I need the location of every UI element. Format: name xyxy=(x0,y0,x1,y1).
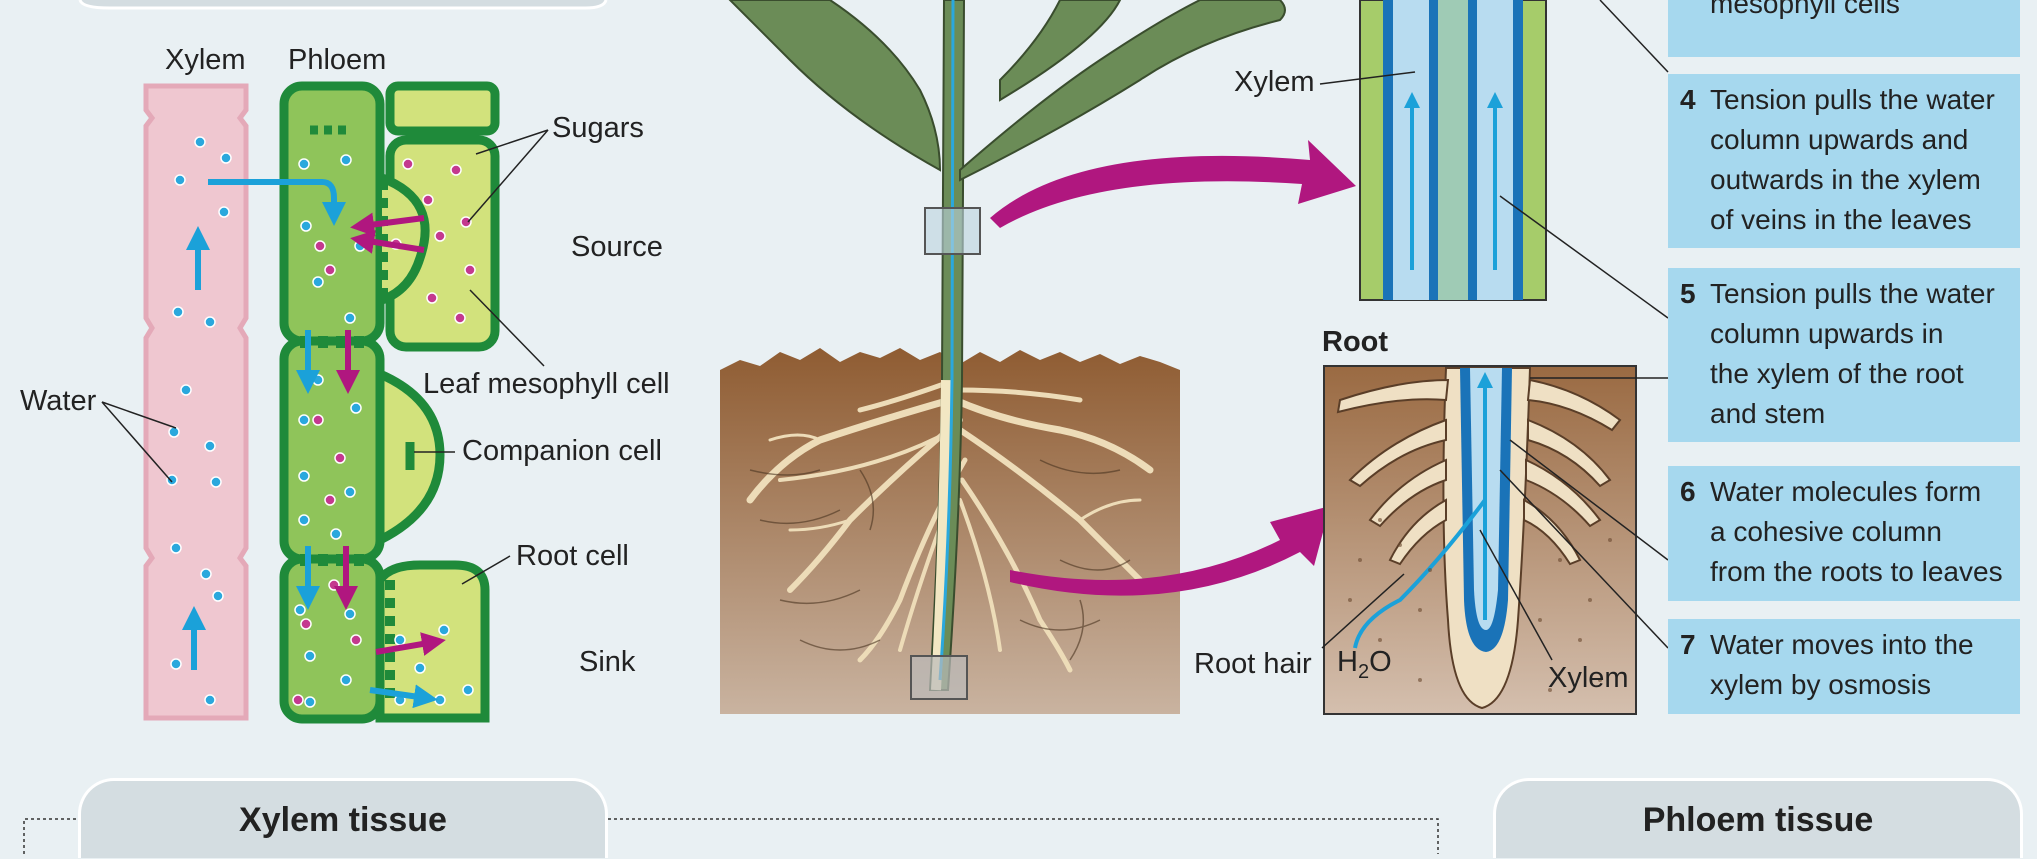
step-7-text: Water moves into the xylem by osmosis xyxy=(1710,629,1974,700)
stem-inset-marker xyxy=(924,207,981,255)
step-3-text: mesophyll cells xyxy=(1710,0,1900,19)
xylem-tissue-tab[interactable]: Xylem tissue xyxy=(78,778,608,858)
root-cell-label: Root cell xyxy=(516,540,629,572)
water-arrows xyxy=(182,179,438,709)
stem-xylem-leader xyxy=(1319,71,1416,85)
root-inset xyxy=(1323,365,1637,715)
h2o-o: O xyxy=(1369,646,1392,678)
step-3-tail: mesophyll cells xyxy=(1668,0,2020,57)
step-connector-lines xyxy=(1499,0,1669,649)
sugar-molecules xyxy=(292,158,476,706)
root-hair-label: Root hair xyxy=(1194,648,1312,680)
sink-label: Sink xyxy=(579,646,636,678)
mesophyll-cells xyxy=(376,81,500,352)
root-to-inset-arrow xyxy=(1010,506,1330,596)
step-4-text: Tension pulls the water column upwards a… xyxy=(1710,84,1995,235)
h2o-label: H2O xyxy=(1337,646,1392,684)
fine-root-hairs xyxy=(749,459,1131,661)
companion-cell xyxy=(375,367,445,548)
step-7-number: 7 xyxy=(1680,629,1696,660)
stem-xylem-label: Xylem xyxy=(1234,66,1315,98)
top-tab-remnant xyxy=(78,0,608,10)
step-4-number: 4 xyxy=(1680,84,1696,115)
step-6-number: 6 xyxy=(1680,476,1696,507)
leaves xyxy=(728,0,1286,182)
roots xyxy=(746,377,1154,673)
companion-cell-label: Companion cell xyxy=(462,435,662,467)
leaf-mesophyll-cell-label: Leaf mesophyll cell xyxy=(423,368,670,400)
step-7: 7 Water moves into the xylem by osmosis xyxy=(1668,619,2020,714)
root-inset-title: Root xyxy=(1322,326,1389,358)
step-5: 5 Tension pulls the water column upwards… xyxy=(1668,268,2020,442)
step-4: 4 Tension pulls the water column upwards… xyxy=(1668,74,2020,248)
root-inset-marker xyxy=(910,655,968,700)
step-5-text: Tension pulls the water column upwards i… xyxy=(1710,278,1995,429)
sugars-label: Sugars xyxy=(552,112,644,144)
h2o-h: H xyxy=(1337,646,1358,678)
source-label: Source xyxy=(571,231,663,263)
cell-leader-lines xyxy=(101,129,549,585)
xylem-vessel xyxy=(143,83,249,721)
stem-inset xyxy=(1359,0,1547,301)
xylem-column-label: Xylem xyxy=(165,44,246,76)
water-label: Water xyxy=(20,385,97,417)
phloem-tissue-tab[interactable]: Phloem tissue xyxy=(1493,778,2023,858)
step-6-text: Water molecules form a cohesive column f… xyxy=(1710,476,2003,587)
h2o-subscript: 2 xyxy=(1357,660,1370,683)
stem xyxy=(928,0,966,691)
sugar-arrows xyxy=(334,212,446,656)
stem-to-inset-arrow xyxy=(990,140,1356,228)
step-5-number: 5 xyxy=(1680,278,1696,309)
xylem-tissue-dotted-border xyxy=(23,818,1439,854)
root-inset-leaders xyxy=(1321,529,1553,661)
step-6: 6 Water molecules form a cohesive column… xyxy=(1668,466,2020,601)
phloem-column-label: Phloem xyxy=(288,44,387,76)
root-xylem-label: Xylem xyxy=(1548,662,1629,694)
